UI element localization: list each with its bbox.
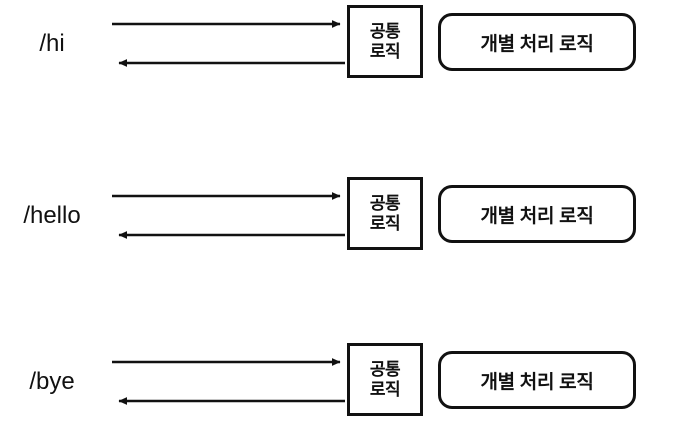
common-logic-box-hi: 공통 로직	[347, 5, 423, 78]
arrow-layer-hello	[112, 192, 345, 239]
handler-logic-box-bye: 개별 처리 로직	[438, 351, 636, 409]
route-label-bye: /bye	[29, 368, 75, 395]
common-logic-line2: 로직	[369, 379, 401, 399]
common-logic-line2: 로직	[369, 41, 401, 61]
handler-logic-label: 개별 처리 로직	[480, 205, 594, 227]
route-label-hi: /hi	[39, 30, 65, 57]
common-logic-line1: 공통	[369, 22, 401, 42]
common-logic-line2: 로직	[369, 213, 401, 233]
handler-logic-label: 개별 처리 로직	[480, 33, 594, 55]
route-label-hello: /hello	[23, 202, 81, 229]
common-logic-box-bye: 공통 로직	[347, 343, 423, 416]
common-logic-line1: 공통	[369, 194, 401, 214]
handler-logic-label: 개별 처리 로직	[480, 371, 594, 393]
handler-logic-box-hi: 개별 처리 로직	[438, 13, 636, 71]
arrow-layer-bye	[112, 358, 345, 405]
flow-group-hi: /hi 공통 로직 개별 처리 로직	[0, 0, 676, 90]
arrow-layer-hi	[112, 20, 345, 67]
common-logic-box-hello: 공통 로직	[347, 177, 423, 250]
handler-logic-box-hello: 개별 처리 로직	[438, 185, 636, 243]
flow-group-bye: /bye 공통 로직 개별 처리 로직	[0, 338, 676, 428]
common-logic-line1: 공통	[369, 360, 401, 380]
flow-group-hello: /hello 공통 로직 개별 처리 로직	[0, 172, 676, 262]
